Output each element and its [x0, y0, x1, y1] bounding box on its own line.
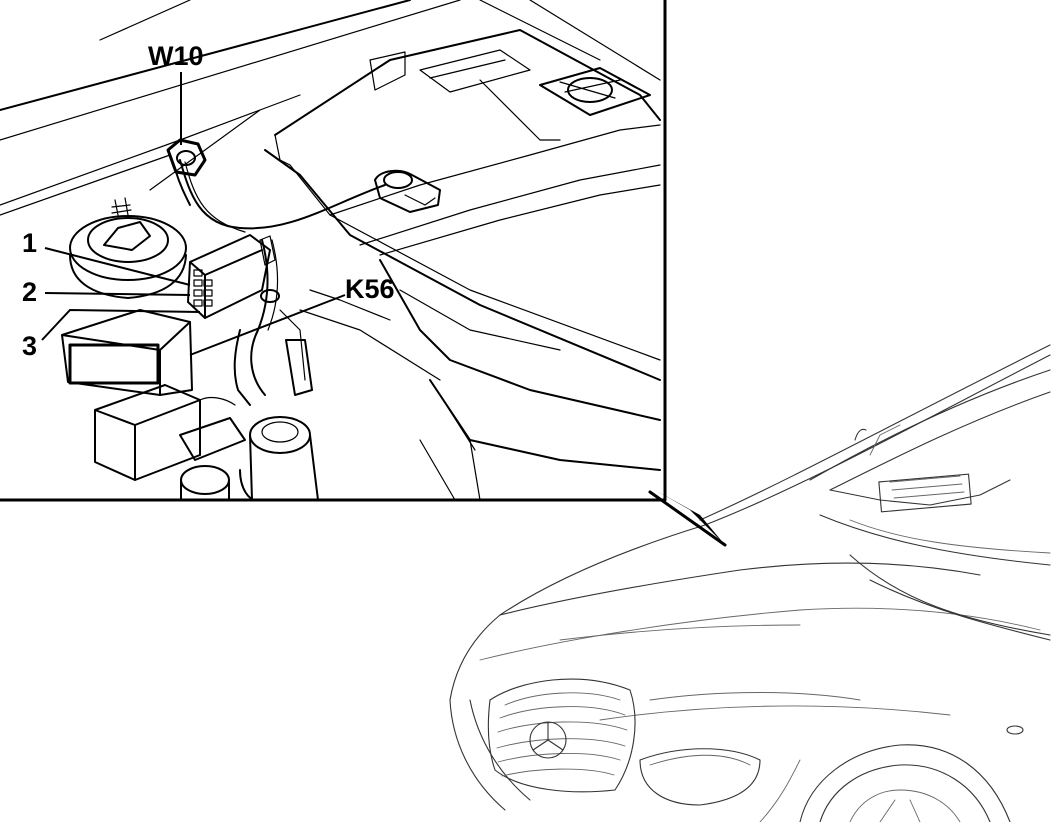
label-item-3: 3: [22, 331, 37, 361]
label-item-1: 1: [22, 228, 37, 258]
car-illustration: [449, 344, 1051, 822]
lower-components: [94, 384, 319, 501]
reservoir-cap: [69, 197, 187, 299]
wiring-harness: [179, 159, 386, 406]
connector-block: [187, 234, 271, 319]
callout-labels: W10 K56 1 2 3: [22, 41, 395, 361]
label-k56: K56: [345, 274, 395, 304]
battery: [264, 29, 661, 501]
label-w10: W10: [148, 41, 204, 71]
detail-inset: [0, 0, 727, 547]
inset-frame: [0, 0, 667, 502]
label-item-2: 2: [22, 277, 37, 307]
relay-k56: [61, 309, 193, 396]
leader-lines: [41, 72, 346, 356]
